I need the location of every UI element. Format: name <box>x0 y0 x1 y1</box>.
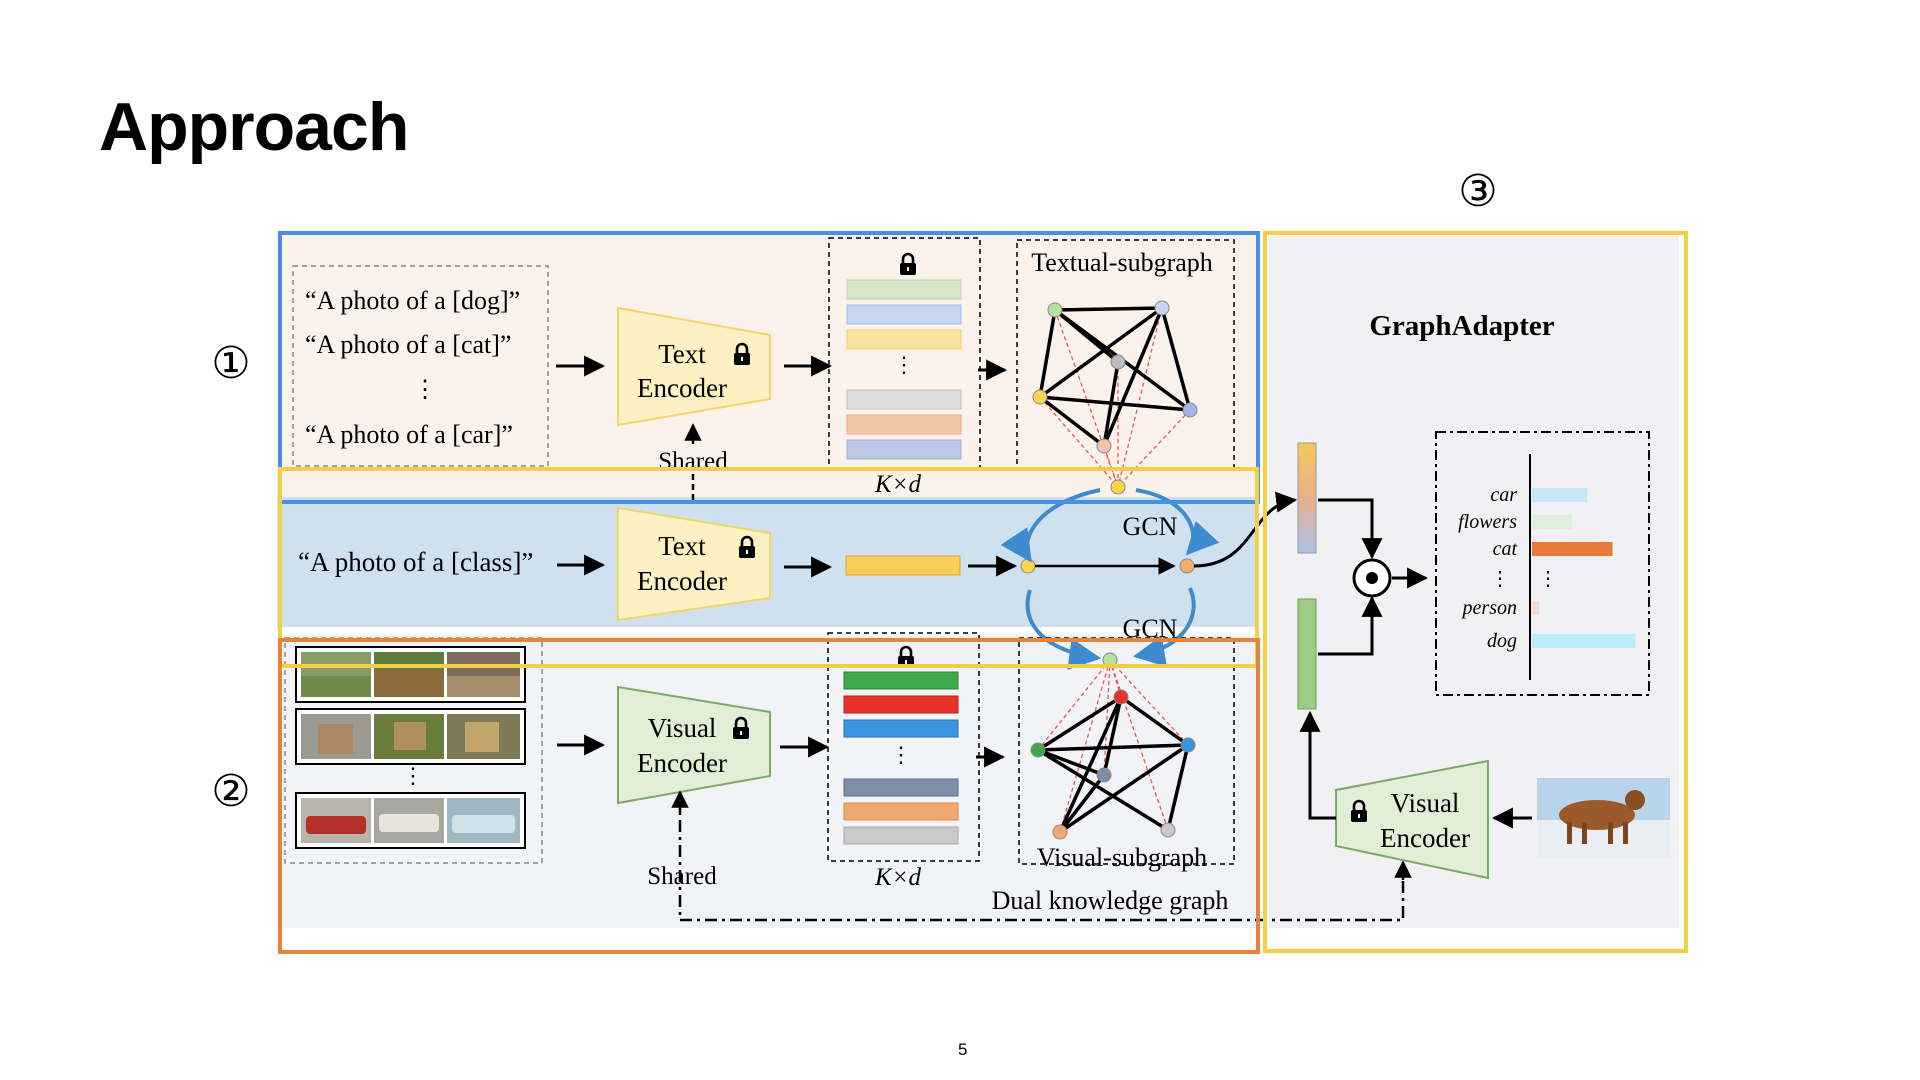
marker-two: ② <box>211 767 250 816</box>
visual-encoder-right-line2: Encoder <box>1380 823 1470 853</box>
text-encoder-top-line1: Text <box>658 339 706 369</box>
visual-feature-box <box>827 632 980 862</box>
prompt-list-box <box>292 265 549 467</box>
score-bar-flowers <box>1532 515 1573 529</box>
score-bar-dog <box>1532 634 1636 648</box>
gcn-arc-icon <box>1132 587 1196 668</box>
score-label-car: car <box>1490 484 1517 506</box>
page-number: 5 <box>958 1040 968 1059</box>
score-label-dog: dog <box>1487 630 1517 652</box>
kxd-label-bottom: K×d <box>874 864 922 891</box>
class-scores-chart: car flowers cat person dog <box>1458 484 1636 652</box>
visual-subgraph-box <box>1018 637 1235 865</box>
text-feature-bar <box>846 414 962 435</box>
gcn-arc-icon <box>1135 488 1220 556</box>
class-node <box>1020 558 1036 574</box>
feature-ellipsis: ⋮ <box>893 352 915 377</box>
class-output-node <box>1179 558 1195 574</box>
right-arrow-icon <box>1318 595 1383 656</box>
text-encoder-middle <box>617 506 771 622</box>
class-feature-bar <box>845 555 961 576</box>
visual-feature-bar <box>843 671 959 690</box>
score-bar-person <box>1532 601 1539 615</box>
dual-knowledge-graph-label: Dual knowledge graph <box>992 886 1229 915</box>
score-label-cat: cat <box>1493 538 1518 560</box>
output-arrow-icon <box>1193 491 1298 568</box>
gcn-label-top: GCN <box>1123 512 1178 541</box>
visual-feature-bar <box>843 719 959 738</box>
text-encoder-middle-line1: Text <box>658 531 706 561</box>
text-feature-bar <box>846 329 962 350</box>
visual-feature-ellipsis: ⋮ <box>890 742 912 767</box>
shared-label-bottom: Shared <box>647 863 717 890</box>
textual-subgraph-label: Textual-subgraph <box>1031 248 1213 277</box>
prompt-ellipsis: ⋮ <box>413 377 437 403</box>
kxd-label-top: K×d <box>874 471 922 498</box>
visual-feature-bar <box>843 778 959 797</box>
region-yellow-box <box>278 467 1259 668</box>
right-arrow-icon <box>1318 498 1383 560</box>
text-feature-bar <box>846 304 962 325</box>
visual-subgraph-graph <box>1030 652 1196 840</box>
class-scores-box <box>1435 431 1650 696</box>
score-label-person: person <box>1461 597 1517 619</box>
shared-dashdot-line <box>678 820 1405 922</box>
text-encoder-top <box>617 306 771 427</box>
visual-encoder-left <box>617 685 771 805</box>
visual-feature-bar <box>843 826 959 845</box>
textual-subgraph-graph <box>1032 300 1198 495</box>
score-bar-cat <box>1532 542 1613 556</box>
text-feature-bar <box>846 279 962 300</box>
query-dog-photo <box>1537 778 1670 858</box>
image-row-cars <box>295 792 526 849</box>
image-row-dogs <box>295 646 526 703</box>
region-three-yellow-box <box>1263 231 1688 953</box>
text-encoder-middle-line2: Encoder <box>637 566 727 596</box>
right-arrow-icon <box>1299 710 1336 820</box>
visual-encoder-right-line1: Visual <box>1391 788 1460 818</box>
prompt-cat: “A photo of a [cat]” <box>305 330 511 359</box>
visual-encoder-left-line2: Encoder <box>637 748 727 778</box>
text-feature-bar <box>846 389 962 410</box>
graphadapter-title: GraphAdapter <box>1369 310 1554 342</box>
text-feature-box <box>828 237 981 471</box>
marker-one: ① <box>211 339 250 388</box>
image-row-cats <box>295 708 526 765</box>
region-two-orange-box <box>278 638 1260 954</box>
slide-title: Approach <box>99 89 409 165</box>
visual-subgraph-label: Visual-subgraph <box>1037 843 1207 872</box>
region-one-blue-box <box>278 231 1260 504</box>
prompt-car: “A photo of a [car]” <box>305 420 513 449</box>
gcn-arc-icon <box>1025 589 1102 670</box>
image-ellipsis: ⋮ <box>402 763 424 788</box>
gcn-arc-icon <box>1000 488 1101 563</box>
text-encoder-top-line2: Encoder <box>637 373 727 403</box>
visual-feature-bar <box>843 802 959 821</box>
dot-product-center <box>1366 572 1378 584</box>
score-bar-car <box>1532 488 1588 502</box>
scores-ellipsis-left: ⋮ <box>1490 568 1510 590</box>
prompt-dog: “A photo of a [dog]” <box>305 286 520 315</box>
visual-encoder-right <box>1335 759 1489 880</box>
image-feature-bar <box>1297 598 1317 710</box>
adapted-text-feature-bar <box>1297 442 1317 554</box>
text-feature-bar <box>846 439 962 460</box>
scores-ellipsis-right: ⋮ <box>1538 568 1558 590</box>
prompt-class: “A photo of a [class]” <box>298 547 533 577</box>
visual-encoder-left-line1: Visual <box>648 713 717 743</box>
marker-three: ③ <box>1458 167 1497 216</box>
visual-feature-bar <box>843 695 959 714</box>
score-label-flowers: flowers <box>1458 511 1517 533</box>
